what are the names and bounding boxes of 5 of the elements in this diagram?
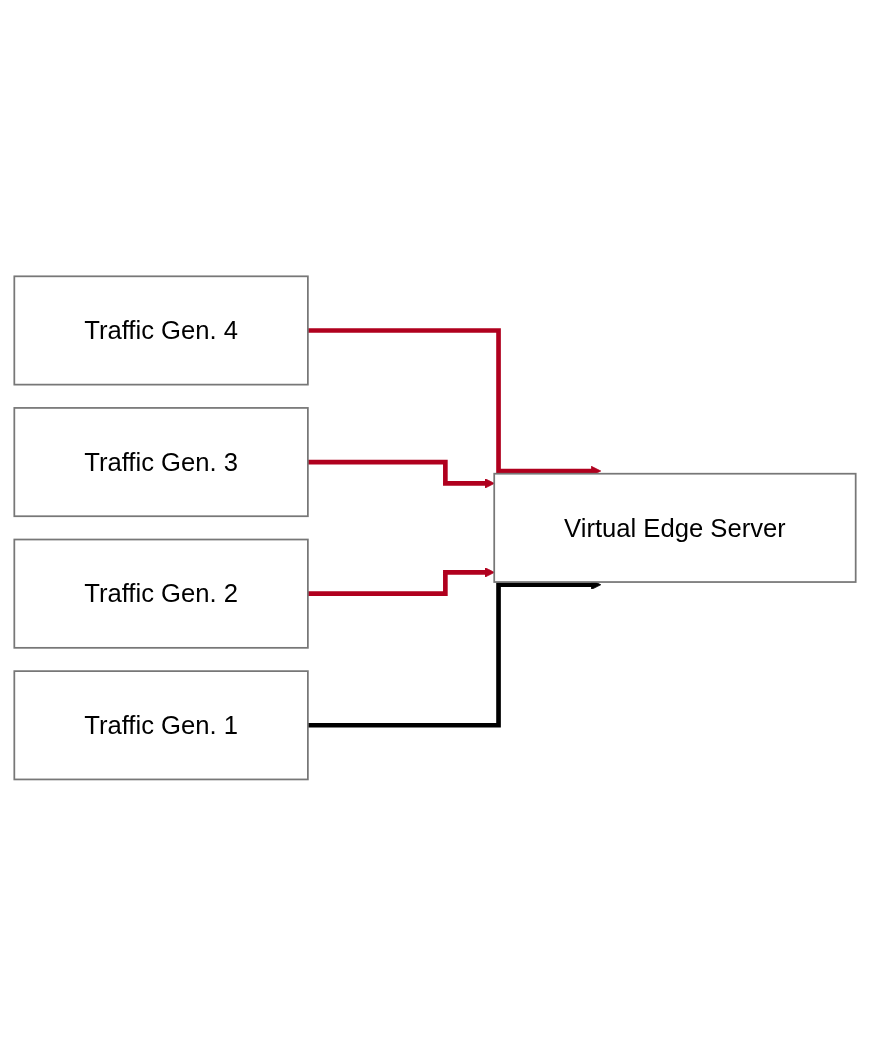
node-box: Virtual Edge Server: [492, 472, 857, 584]
node-box: Traffic Gen. 2: [12, 538, 309, 649]
node-box: Traffic Gen. 4: [12, 275, 309, 386]
node-box: Traffic Gen. 3: [12, 407, 309, 518]
node-box: Traffic Gen. 1: [12, 670, 309, 781]
